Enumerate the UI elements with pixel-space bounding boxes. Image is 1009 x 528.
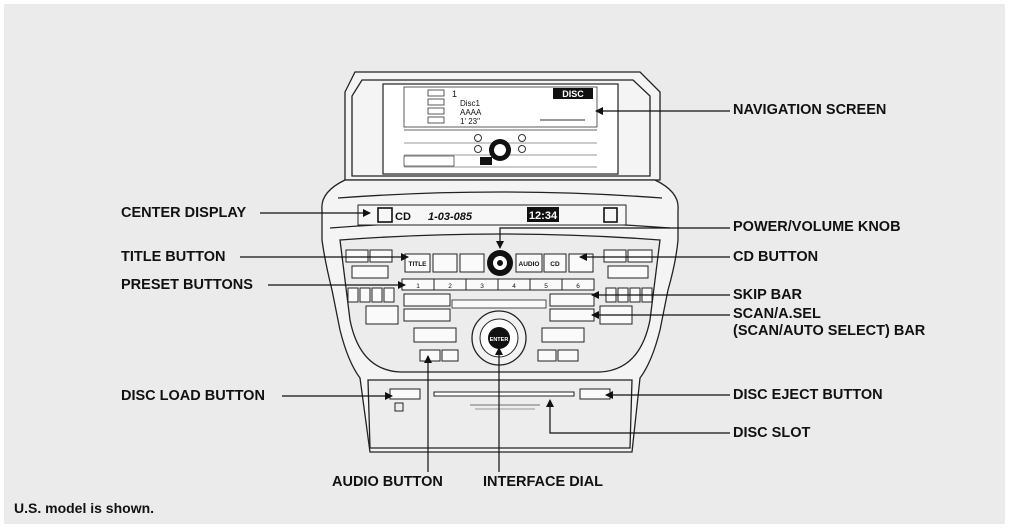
panel-button[interactable] [537,349,557,362]
title-button[interactable]: TITLE [404,253,431,273]
screen-mode: DISC [562,89,584,99]
enter-label: ENTER [490,337,509,343]
navigation-screen: DISC 1 Disc1 AAAA 1' 23" [382,83,619,175]
label-power-volume-knob: POWER/VOLUME KNOB [733,219,901,235]
preset-buttons: 1 2 3 4 5 6 [401,278,595,291]
label-disc-slot: DISC SLOT [733,425,811,441]
label-scan-asel-line1: SCAN/A.SEL [733,306,821,322]
panel-button[interactable] [541,327,585,343]
svg-text:CD: CD [395,211,411,223]
label-scan-asel-line2: (SCAN/AUTO SELECT) BAR [733,323,926,339]
seek-bar[interactable] [403,308,451,322]
disc-eject-button[interactable] [579,388,611,400]
disc-slot [433,391,575,397]
panel-button[interactable] [441,349,459,362]
label-navigation-screen: NAVIGATION SCREEN [733,102,887,118]
svg-text:AUDIO: AUDIO [519,261,540,268]
preset-button-6[interactable]: 6 [576,283,580,290]
screen-disc-name: Disc1 [460,99,481,108]
panel-button[interactable] [459,253,485,273]
label-interface-dial: INTERFACE DIAL [483,474,604,490]
center-display-reading: 1-03-085 [428,211,473,223]
preset-button-4[interactable]: 4 [512,283,516,290]
preset-button-3[interactable]: 3 [480,283,484,290]
power-volume-knob[interactable] [487,250,513,276]
disc-section [389,388,611,412]
scan-asel-bar[interactable] [549,308,595,322]
title-button-label: TITLE [408,261,427,268]
audio-mode-button[interactable]: AUDIO [515,253,543,273]
screen-track-title: AAAA [460,108,482,117]
skip-bar[interactable] [549,293,595,307]
screen-track: 1 [452,89,457,99]
cd-button-label: CD [550,261,560,268]
disc-load-button[interactable] [389,388,421,400]
label-disc-eject-button: DISC EJECT BUTTON [733,387,883,403]
label-title-button: TITLE BUTTON [121,249,226,265]
screen-time: 1' 23" [460,117,480,126]
label-disc-load-button: DISC LOAD BUTTON [121,388,265,404]
label-preset-buttons: PRESET BUTTONS [121,277,253,293]
center-display-clock: 12:34 [529,210,558,222]
label-audio-button: AUDIO BUTTON [332,474,443,490]
preset-button-2[interactable]: 2 [448,283,452,290]
panel-button[interactable] [557,349,579,362]
panel-button[interactable] [413,327,457,343]
panel-button[interactable] [432,253,458,273]
tune-bar[interactable] [403,293,451,307]
interface-dial[interactable]: ENTER [451,299,547,366]
audio-button[interactable] [419,349,441,362]
label-cd-button: CD BUTTON [733,249,819,265]
label-skip-bar: SKIP BAR [733,287,803,303]
label-center-display: CENTER DISPLAY [121,205,247,221]
model-note: U.S. model is shown. [14,500,155,516]
leader-lines [240,107,730,472]
center-display: CD 1-03-085 12:34 [357,204,627,226]
cd-button[interactable]: CD [543,253,567,273]
preset-button-5[interactable]: 5 [544,283,548,290]
preset-button-1[interactable]: 1 [416,283,420,290]
